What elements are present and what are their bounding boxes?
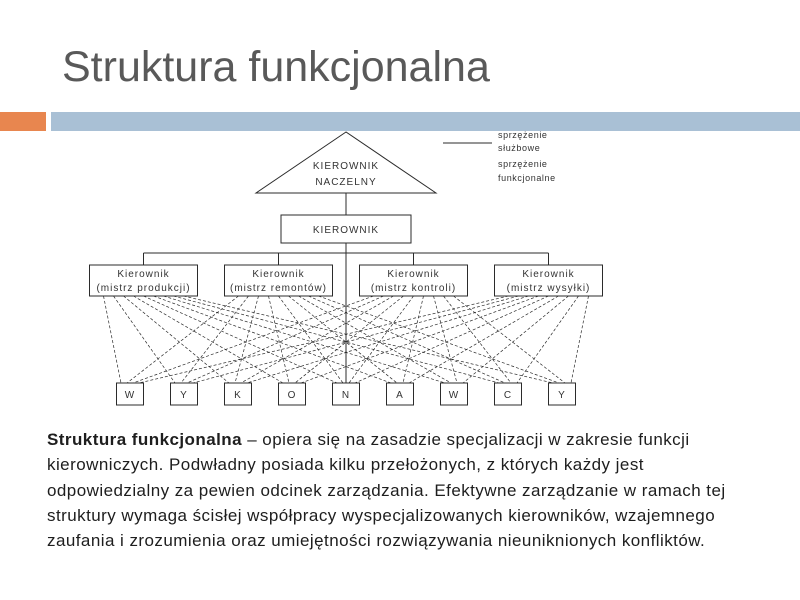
worker-box-3 [224,382,252,406]
functional-link-m4-w6 [408,295,559,384]
functional-link-m4-w8 [516,295,579,384]
description-line-1-text: – opiera się na zasadzie specjalizacji w… [247,430,690,449]
manager-label: KIEROWNIK [313,225,379,236]
functional-link-m3-w7 [433,295,458,384]
functional-link-m1-w2 [113,295,176,384]
functional-manager-role-2: (mistrz remontów) [230,283,327,294]
chief-manager-label-line2: NACZELNY [315,177,376,188]
worker-box-9 [548,382,576,406]
manager-box [280,214,412,244]
functional-link-m1-w9 [183,295,554,384]
worker-label-8: C [504,390,512,401]
worker-label-2: Y [180,390,188,401]
functional-link-m4-w7 [462,295,569,384]
functional-link-m3-w1 [132,295,374,384]
functional-structure-diagram: KIEROWNIK NACZELNY KIEROWNIK Kierownik (m… [89,130,603,406]
functional-manager-title-1: Kierownik [117,269,169,280]
functional-link-m3-w5 [348,295,414,384]
functional-link-m2-w6 [288,295,398,384]
functional-link-m3-w8 [443,295,512,384]
functional-link-m3-w3 [240,295,394,384]
functional-manager-box-4 [494,264,603,297]
legend-item-1-line2: służbowe [498,143,540,153]
functional-link-m4-w3 [246,295,529,384]
functional-manager-title-2: Kierownik [252,269,304,280]
worker-label-1: W [125,390,135,401]
legend: sprzężenie służbowe sprzężenie funkcjona… [443,130,556,183]
description-line-2: kierowniczych. Podwładny posiada kilku p… [47,455,644,475]
functional-manager-role-4: (mistrz wysyłki) [507,283,591,294]
worker-label-4: O [288,390,297,401]
functional-link-m1-w5 [143,295,338,384]
functional-link-m3-w2 [186,295,384,384]
worker-box-1 [116,382,144,406]
divider-accent-blue [51,112,800,131]
description-line-4: struktury wymaga ścisłej współpracy wysp… [47,505,716,525]
functional-link-m4-w2 [192,295,519,384]
functional-link-m4-w4 [300,295,539,384]
functional-link-m2-w5 [278,295,344,384]
functional-manager-box-1 [89,264,198,297]
functional-link-m2-w9 [318,295,560,384]
functional-manager-role-1: (mistrz produkcji) [96,283,190,294]
functional-manager-box-2 [224,264,333,297]
functional-link-m1-w6 [153,295,392,384]
worker-label-5: N [342,390,350,401]
functional-manager-title-3: Kierownik [387,269,439,280]
functional-link-m2-w1 [126,295,239,384]
functional-link-m3-w9 [453,295,566,384]
manager-bus [143,252,549,265]
worker-box-5 [332,382,360,406]
description-line-1: Struktura funkcjonalna – opiera się na z… [47,427,787,452]
worker-box-6 [386,382,414,406]
functional-link-m1-w3 [123,295,230,384]
worker-box-8 [494,382,522,406]
worker-label-3: K [234,390,242,401]
functional-link-m1-w1 [103,295,122,384]
legend-item-1-line1: sprzężenie [498,130,548,140]
chief-manager-label-line1: KIEROWNIK [313,161,379,172]
functional-link-m2-w2 [180,295,249,384]
worker-box-2 [170,382,198,406]
functional-link-m1-w8 [173,295,500,384]
worker-label-9: Y [558,390,566,401]
functional-link-m1-w7 [163,295,446,384]
functional-managers: Kierownik (mistrz produkcji) Kierownik (mis… [89,264,603,297]
worker-label-6: A [396,390,404,401]
description-line-3: odpowiedzialny za pewien odcinek zarządz… [47,480,726,500]
functional-link-m4-w1 [138,295,509,384]
functional-manager-box-3 [359,264,468,297]
worker-label-7: W [449,390,459,401]
worker-box-4 [278,382,306,406]
functional-manager-role-3: (mistrz kontroli) [371,283,456,294]
functional-link-m4-w9 [570,295,589,384]
description-term: Struktura funkcjonalna [47,430,243,449]
functional-links [103,295,589,384]
functional-link-m2-w8 [308,295,506,384]
slide-title: Struktura funkcjonalna [62,43,490,91]
functional-link-m2-w7 [298,295,452,384]
worker-box-7 [440,382,468,406]
functional-link-m2-w3 [234,295,259,384]
legend-item-2-line1: sprzężenie [498,159,548,169]
divider-accent-orange [0,112,46,131]
functional-link-m3-w4 [294,295,404,384]
functional-manager-title-4: Kierownik [522,269,574,280]
functional-link-m4-w5 [354,295,549,384]
legend-item-2-line2: funkcjonalne [498,173,556,183]
functional-link-m1-w4 [133,295,284,384]
description-line-5: zaufania i zrozumienia oraz umiejętności… [47,531,706,551]
description-paragraph: Struktura funkcjonalna – opiera się na z… [47,427,787,553]
